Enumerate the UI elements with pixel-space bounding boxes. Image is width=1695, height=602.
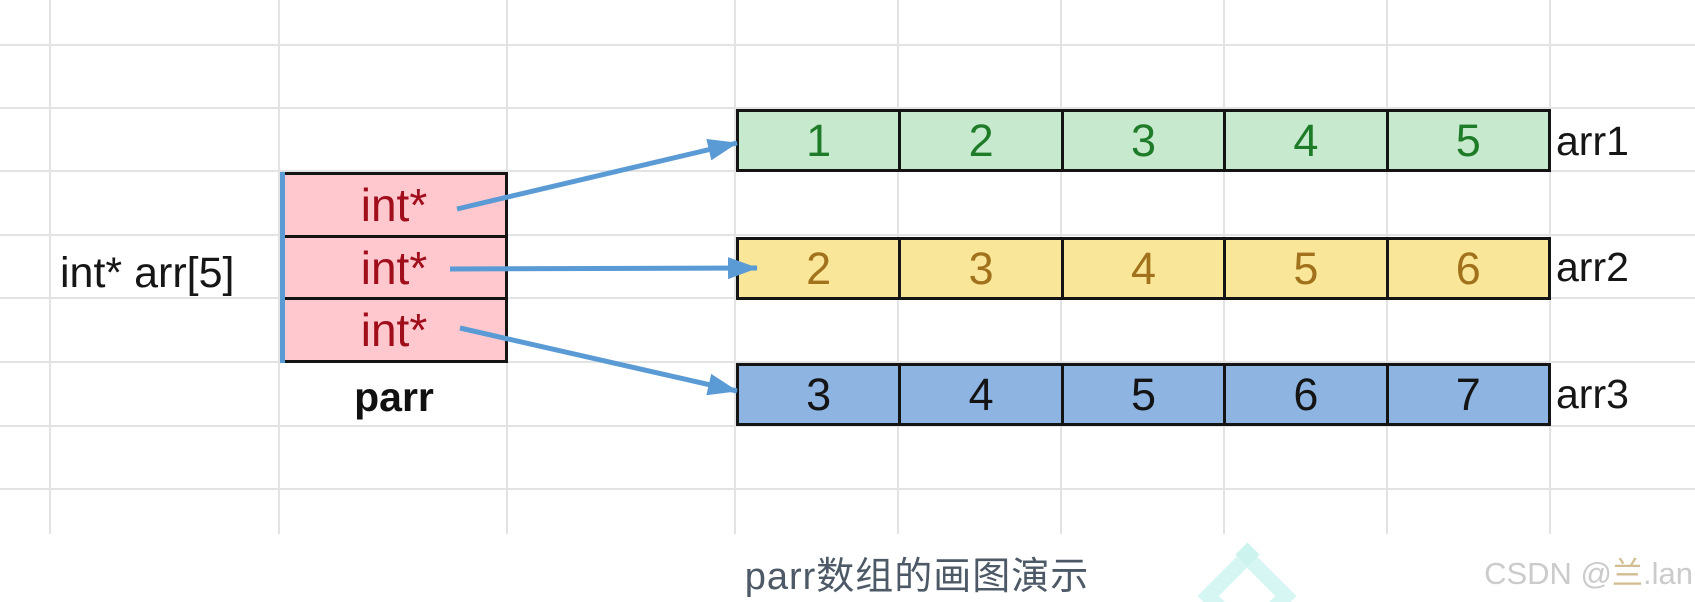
pointer-array-name: parr [354,374,434,420]
array-arr1: 1 2 3 4 5 [736,109,1551,172]
array-arr2: 2 3 4 5 6 [736,237,1551,300]
caption-text: parr数组的画图演示 [744,556,1090,598]
array-cell: 4 [1060,237,1227,300]
array-cell: 2 [736,237,902,300]
watermark-author-rest: .lan [1643,556,1693,591]
array-label-arr1: arr1 [1556,118,1629,164]
array-label-arr3: arr3 [1556,371,1629,417]
pointer-cell: int* [280,234,508,301]
array-cell: 7 [1385,363,1551,426]
array-cell: 5 [1060,363,1227,426]
pointer-cell: int* [280,172,508,238]
array-cell: 6 [1223,363,1389,426]
pointer-array-box: int* int* int* [280,172,508,364]
array-cell: 3 [1060,109,1227,172]
array-cell: 4 [1223,109,1389,172]
array-label-arr2: arr2 [1556,244,1629,290]
array-cell: 3 [898,237,1064,300]
declaration-label: int* arr[5] [60,249,235,297]
watermark-text: CSDN @兰.lan [1484,558,1693,589]
pointer-box-left-edge-line [280,172,285,363]
array-arr3: 3 4 5 6 7 [736,363,1551,426]
watermark-author-first: 兰 [1612,556,1644,591]
csdn-logo-watermark-icon [1196,542,1306,602]
pointer-cell: int* [280,297,508,364]
array-cell: 5 [1223,237,1389,300]
array-cell: 4 [898,363,1064,426]
array-cell: 6 [1385,237,1551,300]
array-cell: 2 [898,109,1064,172]
array-cell: 3 [736,363,902,426]
watermark-site: CSDN @ [1484,556,1613,591]
array-cell: 5 [1385,109,1551,172]
array-cell: 1 [736,109,902,172]
